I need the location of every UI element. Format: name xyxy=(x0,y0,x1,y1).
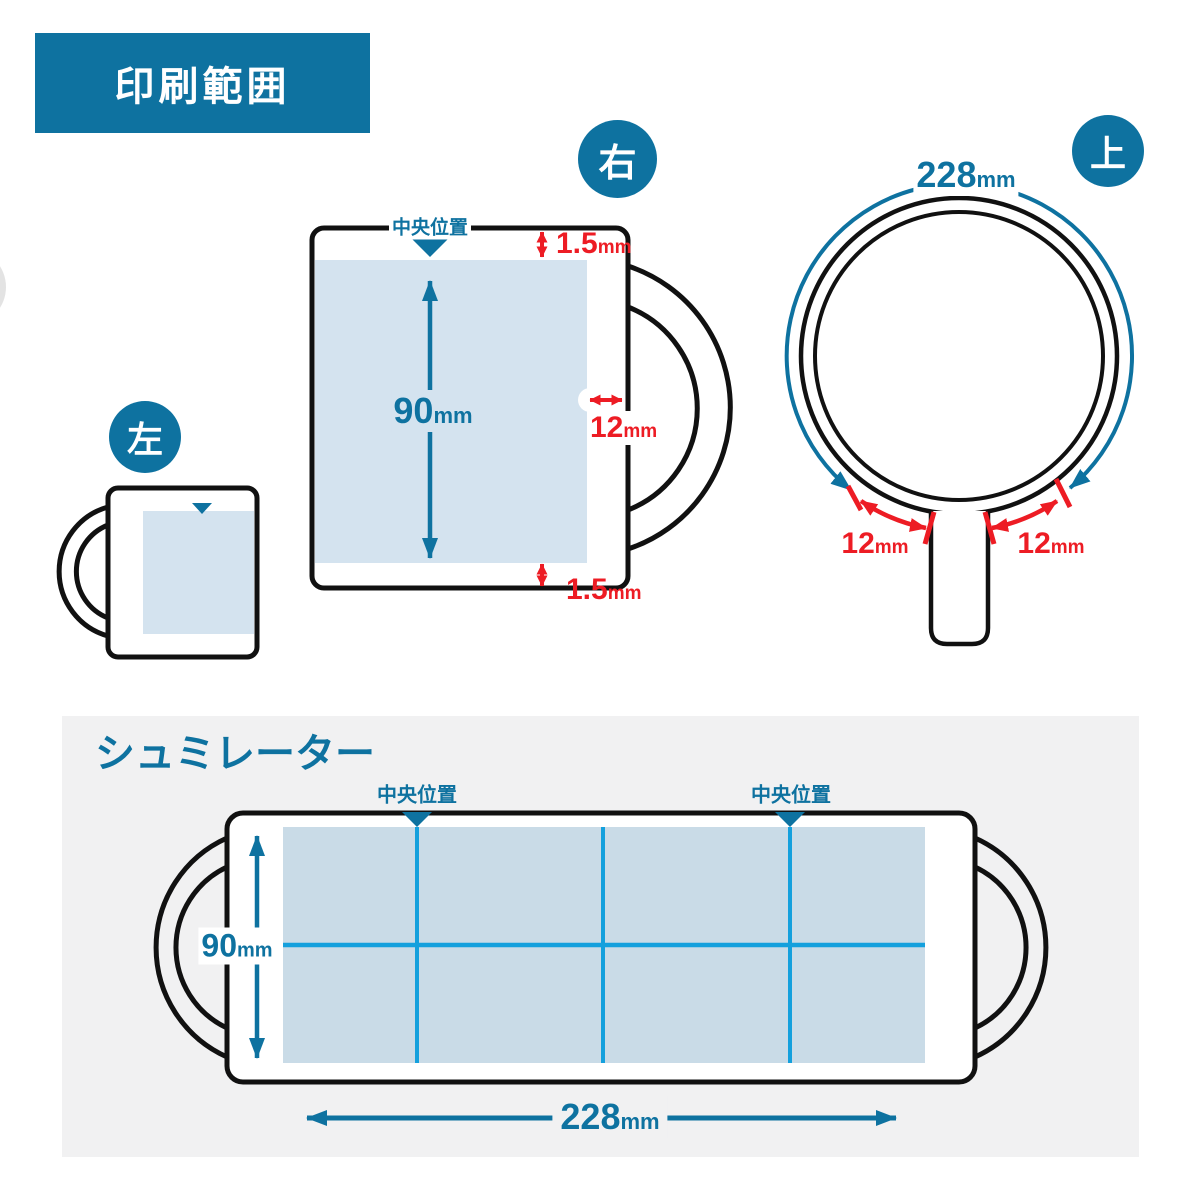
left-view-badge: 左 xyxy=(109,401,181,473)
top-view-clearance-arc-right-icon xyxy=(991,499,1059,532)
simulator-handle-right-inner xyxy=(973,864,1029,1031)
simulator-template xyxy=(153,810,1049,1126)
right-view-center-position-label: 中央位置 xyxy=(388,212,472,240)
top-view-circumference-arc-left xyxy=(784,187,918,492)
simulator-handle-right-outer xyxy=(973,835,1049,1060)
top-view-tick-right-outer xyxy=(1053,477,1073,509)
top-view-tick-right-handle xyxy=(982,511,997,545)
right-view-top-margin-label: 1.5mm xyxy=(556,227,632,260)
page-title-bar: 印刷範囲 xyxy=(35,33,370,133)
simulator-title: シュミレーター xyxy=(95,732,375,776)
simulator-width-label: 228mm xyxy=(552,1096,668,1138)
left-view-badge-label: 左 xyxy=(126,419,163,460)
simulator-center-position-right-label: 中央位置 xyxy=(751,784,831,807)
simulator-handle-left-inner xyxy=(173,864,229,1031)
simulator-center-position-left-label: 中央位置 xyxy=(377,784,457,807)
left-view-print-area xyxy=(143,511,254,634)
top-view-clearance-right-label: 12mm xyxy=(1017,527,1085,560)
right-view-handle-outer xyxy=(627,263,733,552)
right-view-badge-label: 右 xyxy=(598,142,637,185)
top-view-inner-rim xyxy=(813,210,1105,502)
top-view-clearance-arc-left-icon xyxy=(859,499,927,532)
top-view-badge-label: 上 xyxy=(1089,133,1126,174)
simulator-height-label: 90mm xyxy=(198,927,276,965)
top-view-circumference-label: 228mm xyxy=(913,154,1019,196)
left-view-center-marker-icon xyxy=(192,503,212,514)
right-view-handle-inner xyxy=(627,304,700,513)
right-view-mug xyxy=(309,225,733,591)
top-view-tick-left-handle xyxy=(922,511,937,545)
top-view-mug xyxy=(784,186,1135,647)
top-view-circumference-arc-right xyxy=(997,186,1135,490)
top-view-badge: 上 xyxy=(1072,115,1144,187)
right-view-bottom-margin-label: 1.5mm xyxy=(566,573,642,606)
right-view-clearance-label: 12mm xyxy=(588,411,660,445)
simulator-center-marker-left-icon xyxy=(402,812,432,827)
left-view-handle-outer xyxy=(56,504,109,639)
right-view-center-marker-icon xyxy=(412,239,448,257)
right-view-height-label: 90mm xyxy=(391,390,475,432)
simulator-handle-left-outer xyxy=(153,835,229,1060)
left-view-mug xyxy=(56,485,260,660)
right-view-badge: 右 xyxy=(578,120,657,198)
page-title: 印刷範囲 xyxy=(114,65,291,109)
simulator-center-marker-right-icon xyxy=(775,812,805,827)
top-view-handle xyxy=(928,511,991,647)
top-view-tick-left-outer xyxy=(845,484,864,512)
left-view-handle-inner xyxy=(73,522,109,621)
top-view-clearance-left-label: 12mm xyxy=(841,527,909,560)
